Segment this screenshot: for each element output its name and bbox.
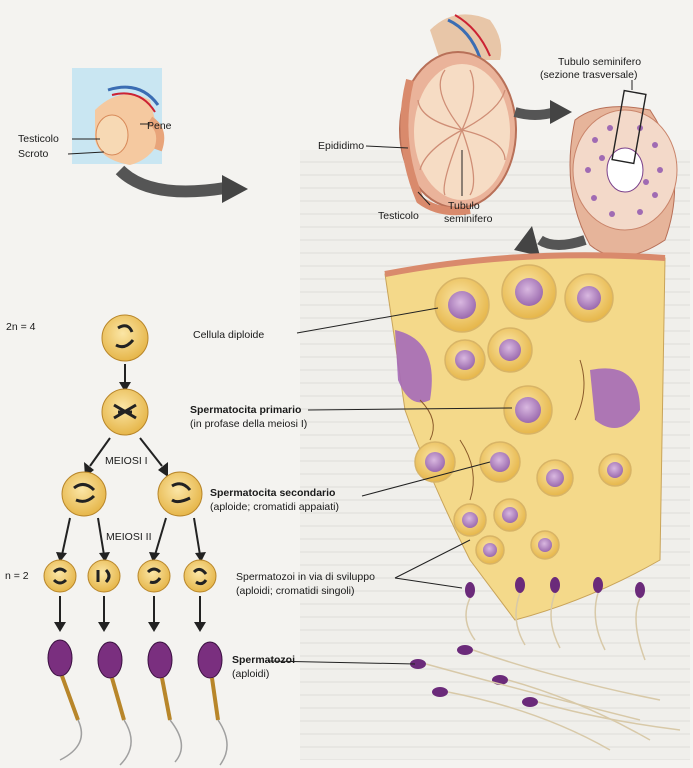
label-diploid-number: 2n = 4 xyxy=(6,321,36,333)
label-diploid-cell: Cellula diploide xyxy=(193,329,265,341)
label-primary-spermatocyte: Spermatocita primario xyxy=(190,404,302,416)
label-tubule-line1: Tubulo xyxy=(448,200,480,212)
testis xyxy=(365,14,517,216)
label-scrotum: Scroto xyxy=(18,148,49,160)
label-testicle-inset: Testicolo xyxy=(18,133,59,145)
label-secondary-spermatocyte-sub: (aploide; cromatidi appaiati) xyxy=(210,501,339,513)
label-cross-section-line2: (sezione trasversale) xyxy=(540,69,638,81)
tissue-section xyxy=(384,252,681,751)
label-developing-sperm-sub: (aploidi; cromatidi singoli) xyxy=(236,585,355,597)
label-epididymis: Epididimo xyxy=(318,140,365,152)
tubule-cross-section xyxy=(569,80,678,257)
label-meiosis-1: MEIOSI I xyxy=(105,455,148,467)
label-primary-spermatocyte-sub: (in profase della meiosi I) xyxy=(190,418,308,430)
body-inset xyxy=(67,68,165,165)
label-secondary-spermatocyte: Spermatocita secondario xyxy=(210,487,336,499)
label-tubule-line2: seminifero xyxy=(444,213,493,225)
label-meiosis-2: MEIOSI II xyxy=(106,531,152,543)
label-cross-section-line1: Tubulo seminifero xyxy=(558,56,642,68)
label-sperm: Spermatozoi xyxy=(232,654,296,666)
label-testicle: Testicolo xyxy=(378,210,419,222)
label-haploid-number: n = 2 xyxy=(5,570,29,582)
label-developing-sperm: Spermatozoi in via di sviluppo xyxy=(236,571,375,583)
meiosis-diagram xyxy=(43,314,228,766)
label-sperm-sub: (aploidi) xyxy=(232,668,270,680)
label-penis: Pene xyxy=(147,120,172,132)
